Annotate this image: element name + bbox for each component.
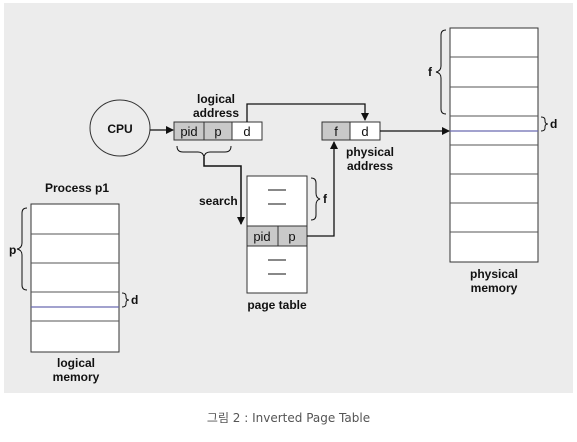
logical-address-label-line2: address	[193, 106, 239, 120]
logical-memory-label-line1: logical	[57, 356, 95, 370]
logical-memory-p-brace	[16, 207, 28, 291]
logical-address-pid-text: pid	[180, 124, 197, 139]
logical-address-label-line1: logical	[197, 92, 235, 106]
physical-memory-label-line2: memory	[471, 281, 518, 295]
process-title: Process p1	[45, 181, 109, 195]
physical-address: f d physical address	[321, 121, 394, 173]
search-arrow	[203, 157, 245, 225]
search-label: search	[199, 194, 238, 208]
logical-memory-box	[30, 203, 120, 353]
d-to-physical-address-arrow	[246, 103, 369, 122]
page-table-entry-p: p	[288, 229, 295, 244]
logical-memory-label-line2: memory	[53, 370, 100, 384]
cpu-ellipse	[89, 99, 151, 157]
logical-memory-p-label: p	[9, 243, 16, 257]
physical-memory-f-brace	[435, 29, 447, 115]
page-table-to-physical-address-arrow	[307, 141, 338, 237]
logical-address-p-text: p	[214, 124, 221, 139]
cpu-label: CPU	[107, 122, 132, 136]
logical-memory-d-label: d	[131, 293, 138, 307]
physical-address-d-text: d	[361, 124, 368, 139]
cpu: CPU	[89, 99, 151, 157]
physical-address-f-text: f	[334, 124, 338, 139]
page-table-f-label: f	[323, 192, 328, 206]
page-table-label: page table	[247, 298, 307, 312]
page-table-entry-pid: pid	[253, 229, 270, 244]
figure-caption: 그림 2 : Inverted Page Table	[206, 411, 371, 425]
physical-memory-d-label: d	[550, 117, 557, 131]
physical-address-label-line2: address	[347, 159, 393, 173]
logical-address: logical address pid p d	[173, 92, 263, 158]
logical-memory-d-brace	[121, 292, 130, 308]
page-table: pid p page table f	[246, 175, 328, 312]
logical-memory: Process p1 p d logical memory	[9, 181, 138, 384]
physical-memory-f-label: f	[428, 65, 433, 79]
physical-memory-label-line1: physical	[470, 267, 518, 281]
inverted-page-table-diagram: CPU logical address pid p d search pid p…	[4, 3, 573, 393]
physical-memory-d-brace	[540, 116, 549, 132]
physical-memory: f d physical memory	[428, 27, 557, 295]
logical-address-d-text: d	[243, 124, 250, 139]
physical-address-label-line1: physical	[346, 145, 394, 159]
page-table-f-brace	[310, 177, 321, 221]
